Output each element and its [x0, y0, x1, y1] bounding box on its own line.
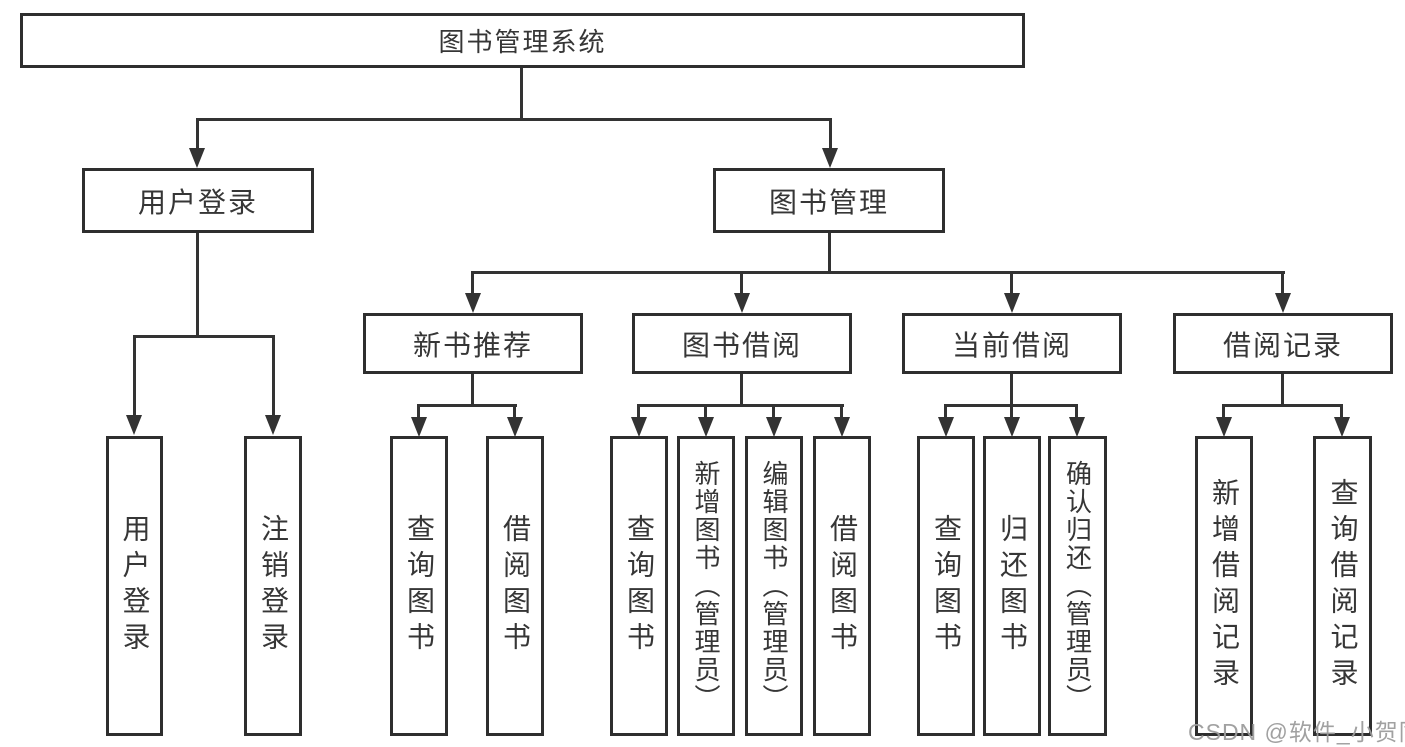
connector-module-stem — [471, 374, 474, 407]
connector-drop-leaf — [637, 404, 640, 419]
leaf-confirm-return-admin-label: 确认归还（管理员） — [1062, 460, 1093, 712]
arrow-down-icon — [938, 417, 954, 437]
connector-drop-leaf — [1222, 404, 1225, 419]
leaf-user-login: 用户登录 — [106, 436, 163, 736]
arrow-down-icon — [822, 148, 838, 168]
node-book-borrow-label: 图书借阅 — [681, 329, 802, 361]
connector-drop-user-login — [196, 118, 199, 151]
connector-drop-leaf — [704, 404, 707, 419]
node-root: 图书管理系统 — [20, 13, 1025, 68]
connector-drop-book-management — [829, 118, 832, 151]
arrow-down-icon — [411, 417, 427, 437]
connector-drop-leaf — [133, 335, 136, 415]
node-book-management-label: 图书管理 — [768, 186, 889, 218]
connector-module-stem — [1281, 374, 1284, 407]
connector-drop-leaf — [1075, 404, 1078, 419]
connector-user-login-stem — [196, 233, 199, 337]
arrow-down-icon — [1216, 417, 1232, 437]
arrow-down-icon — [126, 415, 142, 435]
arrow-down-icon — [631, 417, 647, 437]
node-user-login: 用户登录 — [82, 168, 314, 233]
connector-root-stem — [520, 68, 523, 120]
node-current-borrow-label: 当前借阅 — [951, 329, 1072, 361]
leaf-add-books-admin: 新增图书（管理员） — [677, 436, 735, 736]
node-new-book-recommend-label: 新书推荐 — [412, 329, 533, 361]
leaf-borrow-books-1-label: 借阅图书 — [500, 514, 531, 658]
arrow-down-icon — [465, 293, 481, 313]
connector-book-mgmt-span — [471, 271, 1285, 274]
leaf-query-books-2-label: 查询图书 — [624, 514, 655, 658]
leaf-query-books-3-label: 查询图书 — [931, 514, 962, 658]
leaf-user-login-label: 用户登录 — [119, 514, 151, 658]
connector-drop-module — [1281, 271, 1284, 295]
leaf-borrow-books-2: 借阅图书 — [813, 436, 871, 736]
node-current-borrow: 当前借阅 — [902, 313, 1122, 374]
connector-book-mgmt-stem — [828, 233, 831, 273]
arrow-down-icon — [1004, 417, 1020, 437]
node-root-label: 图书管理系统 — [438, 27, 607, 57]
arrow-down-icon — [189, 148, 205, 168]
node-borrow-records: 借阅记录 — [1173, 313, 1393, 374]
connector-drop-module — [1010, 271, 1013, 295]
connector-root-span — [196, 118, 832, 121]
arrow-down-icon — [1334, 417, 1350, 437]
leaf-query-books-1-label: 查询图书 — [404, 514, 435, 658]
leaf-logout: 注销登录 — [244, 436, 302, 736]
node-book-borrow: 图书借阅 — [632, 313, 852, 374]
connector-module-span — [417, 404, 517, 407]
leaf-borrow-books-2-label: 借阅图书 — [827, 514, 858, 658]
leaf-logout-label: 注销登录 — [258, 514, 289, 658]
arrow-down-icon — [507, 417, 523, 437]
node-borrow-records-label: 借阅记录 — [1222, 329, 1343, 361]
csdn-watermark: CSDN @软件_小贺同学 — [1188, 719, 1405, 745]
connector-drop-leaf — [840, 404, 843, 419]
leaf-add-books-admin-label: 新增图书（管理员） — [691, 460, 721, 712]
connector-drop-leaf — [1010, 404, 1013, 419]
connector-drop-leaf — [772, 404, 775, 419]
connector-drop-leaf — [1340, 404, 1343, 419]
connector-drop-module — [740, 271, 743, 295]
connector-module-span — [1222, 404, 1343, 407]
leaf-query-books-3: 查询图书 — [917, 436, 975, 736]
leaf-query-borrow-record-label: 查询借阅记录 — [1327, 478, 1359, 694]
leaf-add-borrow-record-label: 新增借阅记录 — [1209, 478, 1240, 694]
arrow-down-icon — [1275, 293, 1291, 313]
connector-module-span — [637, 404, 844, 407]
connector-drop-leaf — [513, 404, 516, 419]
connector-user-login-span — [133, 335, 274, 338]
leaf-query-books-1: 查询图书 — [390, 436, 448, 736]
arrow-down-icon — [834, 417, 850, 437]
leaf-edit-books-admin-label: 编辑图书（管理员） — [759, 460, 789, 712]
connector-drop-module — [471, 271, 474, 295]
leaf-return-books: 归还图书 — [983, 436, 1041, 736]
leaf-borrow-books-1: 借阅图书 — [486, 436, 544, 736]
arrow-down-icon — [1004, 293, 1020, 313]
connector-drop-leaf — [944, 404, 947, 419]
node-new-book-recommend: 新书推荐 — [363, 313, 583, 374]
arrow-down-icon — [265, 415, 281, 435]
arrow-down-icon — [1069, 417, 1085, 437]
arrow-down-icon — [698, 417, 714, 437]
connector-drop-leaf — [417, 404, 420, 419]
leaf-confirm-return-admin: 确认归还（管理员） — [1048, 436, 1107, 736]
node-user-login-label: 用户登录 — [137, 186, 258, 218]
leaf-query-borrow-record: 查询借阅记录 — [1313, 436, 1372, 736]
connector-module-stem — [740, 374, 743, 407]
arrow-down-icon — [766, 417, 782, 437]
connector-module-stem — [1010, 374, 1013, 407]
leaf-add-borrow-record: 新增借阅记录 — [1195, 436, 1253, 736]
leaf-return-books-label: 归还图书 — [997, 514, 1028, 658]
leaf-query-books-2: 查询图书 — [610, 436, 668, 736]
connector-drop-leaf — [272, 335, 275, 415]
arrow-down-icon — [734, 293, 750, 313]
leaf-edit-books-admin: 编辑图书（管理员） — [745, 436, 803, 736]
node-book-management: 图书管理 — [713, 168, 945, 233]
